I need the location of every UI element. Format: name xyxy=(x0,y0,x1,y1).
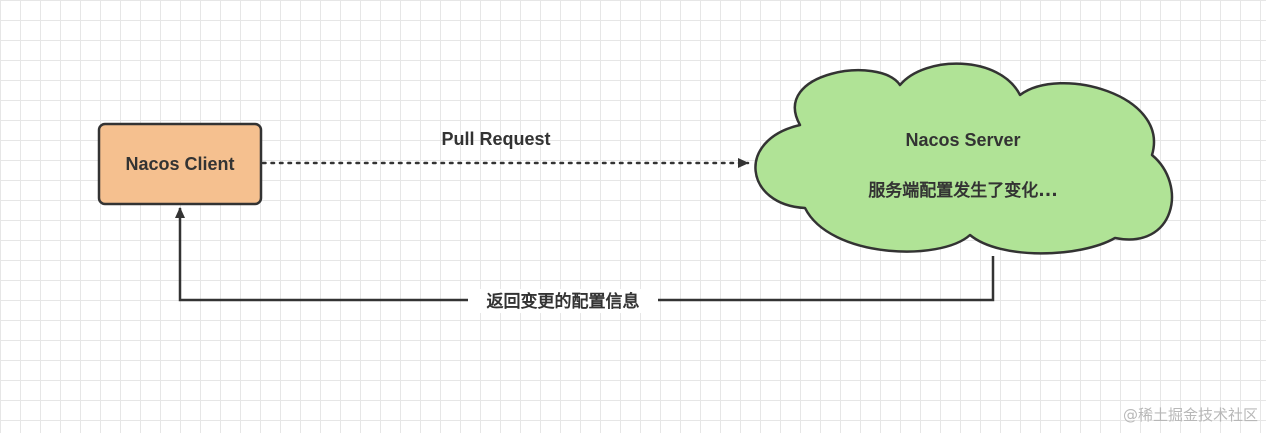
return-config-edge: 返回变更的配置信息 xyxy=(175,207,995,313)
return-config-label: 返回变更的配置信息 xyxy=(487,291,640,312)
return-config-label-bg xyxy=(468,289,658,313)
nacos-server-node[interactable]: Nacos Server 服务端配置发生了变化... xyxy=(754,62,1174,255)
nacos-client-box xyxy=(97,122,263,206)
nacos-client-label: Nacos Client xyxy=(125,154,234,174)
pull-request-label: Pull Request xyxy=(441,129,550,149)
nacos-server-status: 服务端配置发生了变化... xyxy=(868,180,1057,201)
nacos-client-node[interactable]: Nacos Client xyxy=(97,122,263,206)
nacos-server-title: Nacos Server xyxy=(905,130,1020,150)
nacos-server-cloud xyxy=(754,62,1174,255)
watermark: @稀土掘金技术社区 xyxy=(1123,406,1258,424)
pull-request-edge: Pull Request xyxy=(261,129,750,168)
